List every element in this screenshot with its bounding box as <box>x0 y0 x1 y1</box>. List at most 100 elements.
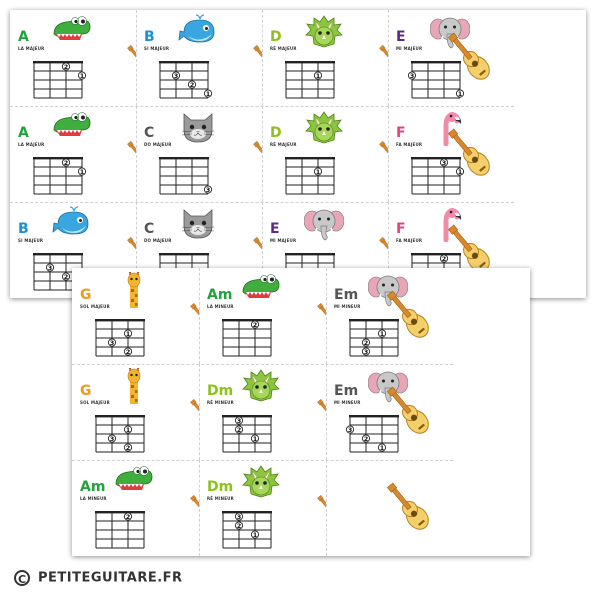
elephant-icon <box>429 14 471 54</box>
chord-card <box>326 460 453 556</box>
chord-finger-number-2: 1 <box>458 168 463 176</box>
chord-finger-number-2: 1 <box>458 90 463 98</box>
chord-nut <box>285 157 335 160</box>
chord-name: B <box>144 29 155 45</box>
chord-finger-dot-1 <box>123 512 133 521</box>
chord-subtitle: LA MAJEUR <box>18 142 45 147</box>
chord-nut <box>33 253 83 256</box>
ukulele-icon <box>122 234 136 278</box>
chord-subtitle: LA MINEUR <box>80 496 107 501</box>
whale-icon <box>178 14 218 54</box>
chord-chord-diagram: 2 <box>222 319 272 357</box>
ukulele-icon <box>312 492 326 536</box>
chord-subtitle: SI MAJEUR <box>18 238 44 243</box>
chord-nut <box>33 157 83 160</box>
chord-name: G <box>80 287 92 303</box>
footer: C PETITEGUITARE.FR <box>14 570 183 586</box>
chord-finger-number-2: 1 <box>80 168 85 176</box>
chord-finger-number-2: 2 <box>364 339 369 347</box>
chord-finger-dot-2 <box>234 425 244 434</box>
chord-nut <box>411 253 461 256</box>
chord-finger-dot-1 <box>377 329 387 338</box>
cut-line <box>136 202 137 298</box>
chord-finger-number-1: 3 <box>348 426 353 434</box>
chord-chord-diagram: 123 <box>349 319 399 357</box>
chord-finger-dot-1 <box>203 185 213 194</box>
chord-chord-diagram: 132 <box>95 319 145 357</box>
chord-finger-dot-2 <box>361 434 371 443</box>
ukulele-icon <box>440 28 502 94</box>
chord-nut <box>349 319 399 322</box>
chord-nut <box>33 61 83 64</box>
chord-subtitle: MI MAJEUR <box>270 238 297 243</box>
crocodile-icon <box>52 14 92 54</box>
chord-finger-dot-1 <box>45 263 55 272</box>
flamingo-icon <box>430 206 470 246</box>
triceratops-icon <box>304 110 344 150</box>
chord-name: A <box>18 125 29 141</box>
chord-name: C <box>144 221 155 237</box>
chord-finger-dot-3 <box>377 443 387 452</box>
chord-nut <box>411 157 461 160</box>
cut-line <box>388 10 389 106</box>
chord-finger-number-1: 1 <box>316 72 321 80</box>
chord-chord-diagram: 31 <box>407 61 465 99</box>
chord-name: E <box>270 221 280 237</box>
chord-subtitle: DO MAJEUR <box>144 142 172 147</box>
chord-name: B <box>18 221 29 237</box>
chord-finger-dot-1 <box>345 425 355 434</box>
chord-name: Am <box>207 287 233 303</box>
copyright-icon: C <box>14 570 30 586</box>
chord-finger-number-3: 3 <box>364 348 369 356</box>
chord-finger-number-1: 2 <box>126 513 131 521</box>
chord-finger-number-1: 1 <box>316 168 321 176</box>
chord-name: A <box>18 29 29 45</box>
chord-nut <box>222 319 272 322</box>
chord-chord-diagram: 132 <box>95 415 145 453</box>
chord-finger-number-3: 2 <box>126 444 131 452</box>
chord-chord-diagram: 21 <box>33 157 87 195</box>
ukulele-icon <box>440 124 502 190</box>
cat-icon <box>178 206 218 246</box>
chord-finger-number-2: 3 <box>110 339 115 347</box>
chord-finger-number-1: 3 <box>237 513 242 521</box>
cut-line <box>326 460 327 556</box>
chord-chord-diagram: 321 <box>345 415 399 453</box>
chord-nut <box>159 157 209 160</box>
chord-name: G <box>80 383 92 399</box>
ukulele-icon <box>185 396 199 440</box>
chord-finger-dot-3 <box>123 443 133 452</box>
chord-subtitle: SOL MAJEUR <box>80 400 110 405</box>
chord-subtitle: LA MINEUR <box>207 304 234 309</box>
chord-finger-number-1: 1 <box>126 426 131 434</box>
cut-line <box>199 364 200 460</box>
chord-finger-number-1: 3 <box>48 264 53 272</box>
chord-finger-number-1: 3 <box>410 72 415 80</box>
chord-name: Em <box>334 287 359 303</box>
chord-finger-dot-1 <box>123 329 133 338</box>
chord-finger-number-1: 2 <box>64 63 69 71</box>
chord-chord-diagram: 1 <box>285 61 335 99</box>
chord-name: F <box>396 221 406 237</box>
chord-subtitle: RÉ MINEUR <box>207 400 234 405</box>
chord-subtitle: MI MINEUR <box>334 400 361 405</box>
chord-finger-dot-1 <box>250 320 260 329</box>
brand-name: PETITEGUITARE.FR <box>38 570 183 586</box>
chord-finger-number-3: 1 <box>253 435 258 443</box>
elephant-icon <box>303 206 345 246</box>
chord-finger-number-1: 2 <box>253 321 258 329</box>
ukulele-icon <box>379 478 441 544</box>
chord-finger-dot-2 <box>77 167 87 176</box>
chord-finger-dot-2 <box>77 71 87 80</box>
chord-finger-number-1: 3 <box>174 72 179 80</box>
chord-chord-diagram: 321 <box>159 61 213 99</box>
cut-line <box>72 364 453 365</box>
ukulele-icon <box>185 492 199 536</box>
